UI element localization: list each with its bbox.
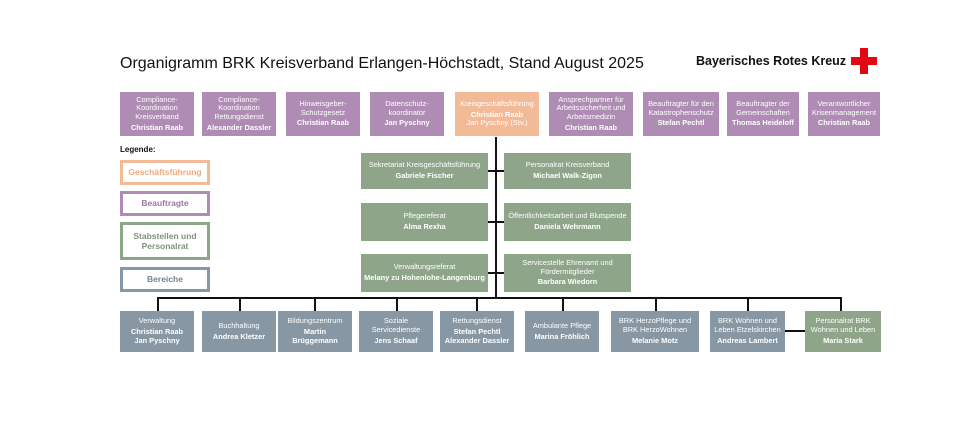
org-box-servicestelle-ehrenamt: Servicestelle Ehrenamt und Fördermitglie… bbox=[504, 254, 631, 292]
org-box-ambulante-pflege: Ambulante Pflege Marina Fröhlich bbox=[525, 311, 599, 352]
legend-item-bereiche: Bereiche bbox=[120, 267, 210, 292]
legend-item-beauftragte: Beauftragte bbox=[120, 191, 210, 216]
drop-line-8 bbox=[747, 297, 749, 311]
org-box-verwaltung: Verwaltung Christian Raab Jan Pyschny bbox=[120, 311, 194, 352]
drop-line-2 bbox=[239, 297, 241, 311]
trunk-line bbox=[495, 137, 497, 299]
org-box-katastrophenschutz: Beauftragter für den Katastrophenschutz … bbox=[643, 92, 719, 136]
drop-line-4 bbox=[396, 297, 398, 311]
org-box-oeffentlichkeitsarbeit: Öffentlichkeitsarbeit und Blutspende Dan… bbox=[504, 203, 631, 241]
drop-line-7 bbox=[655, 297, 657, 311]
org-box-hinweisgeber: Hinweisgeber-Schutzgesetz Christian Raab bbox=[286, 92, 360, 136]
drop-line-5 bbox=[476, 297, 478, 311]
org-box-kreisgeschaeftsfuehrung: Kreisgeschäftsführung Christian Raab Jan… bbox=[455, 92, 539, 136]
drop-line-9 bbox=[840, 297, 842, 311]
org-box-arbeitssicherheit: Ansprechpartner für Arbeitssicherheit un… bbox=[549, 92, 633, 136]
staff-connector-1 bbox=[488, 170, 504, 172]
org-box-bildungszentrum: Bildungszentrum Martin Brüggemann bbox=[278, 311, 352, 352]
org-box-gemeinschaften: Beauftragter der Gemeinschaften Thomas H… bbox=[727, 92, 799, 136]
org-box-sekretariat: Sekretariat Kreisgeschäftsführung Gabrie… bbox=[361, 153, 488, 189]
side-connector-line bbox=[785, 330, 805, 332]
org-box-soziale-servicedienste: Soziale Servicedienste Jens Schaaf bbox=[359, 311, 433, 352]
org-box-rettungsdienst: Rettungsdienst Stefan Pechtl Alexander D… bbox=[440, 311, 514, 352]
staff-connector-3 bbox=[488, 272, 504, 274]
org-box-verwaltungsreferat: Verwaltungsreferat Melany zu Hohenlohe-L… bbox=[361, 254, 488, 292]
legend-item-geschaeftsfuehrung: Geschäftsführung bbox=[120, 160, 210, 185]
org-box-krisenmanagement: Verantwortlicher Krisenmanagement Christ… bbox=[808, 92, 880, 136]
drop-line-3 bbox=[314, 297, 316, 311]
legend-label: Legende: bbox=[120, 145, 156, 154]
org-box-personalrat-kv: Personalrat Kreisverband Michael Walk-Zi… bbox=[504, 153, 631, 189]
bottom-bus-line bbox=[158, 297, 841, 299]
red-cross-icon bbox=[851, 48, 877, 74]
legend-item-stabstellen: Stabstellen und Personalrat bbox=[120, 222, 210, 260]
org-box-pflegereferat: Pflegereferat Alma Rexha bbox=[361, 203, 488, 241]
brand-name: Bayerisches Rotes Kreuz bbox=[696, 54, 847, 68]
org-box-compliance-rd: Compliance-Koordination Rettungsdienst A… bbox=[202, 92, 276, 136]
org-box-buchhaltung: Buchhaltung Andrea Kletzer bbox=[202, 311, 276, 352]
page-title: Organigramm BRK Kreisverband Erlangen-Hö… bbox=[120, 55, 644, 72]
staff-connector-2 bbox=[488, 221, 504, 223]
drop-line-6 bbox=[562, 297, 564, 311]
org-box-compliance-kv: Compliance-Koordination Kreisverband Chr… bbox=[120, 92, 194, 136]
org-box-herzopflege: BRK HerzoPflege und BRK HerzoWohnen Mela… bbox=[611, 311, 699, 352]
org-box-personalrat-wohnen: Personalrat BRK Wohnen und Leben Maria S… bbox=[805, 311, 881, 352]
drop-line-1 bbox=[157, 297, 159, 311]
org-box-wohnen-leben: BRK Wohnen und Leben Etzelskirchen Andre… bbox=[710, 311, 785, 352]
org-box-datenschutz: Datenschutz-koordinator Jan Pyschny bbox=[370, 92, 444, 136]
